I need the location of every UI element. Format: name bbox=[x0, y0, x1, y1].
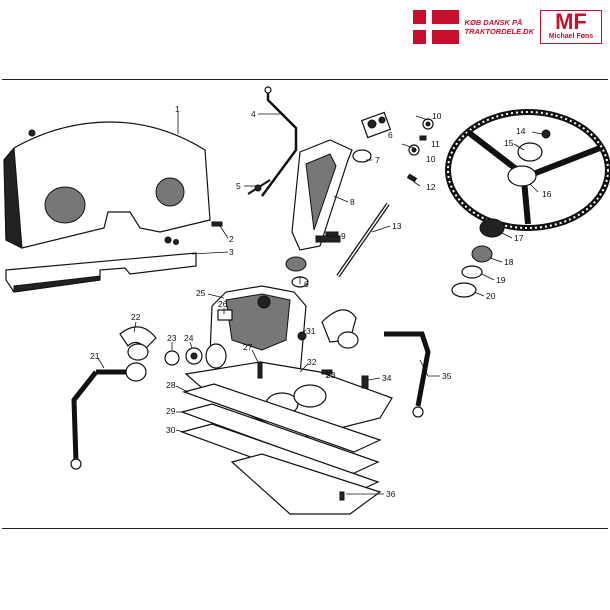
nut-parts-10-11 bbox=[408, 118, 434, 156]
brand-slogan-line1: KØB DANSK PÅ bbox=[464, 18, 523, 27]
label-part-3: 3 bbox=[229, 247, 234, 257]
label-part-30: 30 bbox=[166, 425, 176, 435]
label-part-6-bottom: 6 bbox=[304, 279, 309, 289]
gear-parts-31-33 bbox=[297, 309, 359, 375]
gasket-parts bbox=[180, 383, 382, 515]
label-part-4: 4 bbox=[251, 109, 256, 119]
lower-panel-strip-part bbox=[5, 252, 197, 293]
bushing-parts-23-24 bbox=[164, 347, 203, 366]
column-bracket-part bbox=[291, 139, 353, 251]
lever-part-21 bbox=[70, 362, 147, 470]
washer-part-7 bbox=[352, 149, 372, 163]
mf-logo-letters: MF bbox=[555, 9, 587, 34]
label-part-6-top: 6 bbox=[388, 130, 393, 140]
danish-flag-icon bbox=[412, 10, 459, 44]
label-part-22: 22 bbox=[131, 312, 141, 322]
pin-part-12 bbox=[406, 173, 418, 183]
label-part-19: 19 bbox=[496, 275, 506, 285]
label-part-12: 12 bbox=[426, 182, 436, 192]
label-part-21: 21 bbox=[90, 351, 100, 361]
label-part-10-top: 10 bbox=[432, 111, 442, 121]
throttle-rod-part bbox=[260, 86, 298, 197]
quadrant-part-22 bbox=[119, 326, 157, 361]
label-part-31: 31 bbox=[306, 326, 316, 336]
instrument-panel-part bbox=[3, 121, 211, 249]
label-part-10-bottom: 10 bbox=[426, 154, 436, 164]
column-bearing-part bbox=[360, 111, 392, 139]
steering-shaft-part bbox=[336, 202, 390, 278]
label-part-7: 7 bbox=[375, 155, 380, 165]
brand-header: KØB DANSK PÅ TRAKTORDELE.DK MF Michael F… bbox=[412, 10, 602, 44]
hub-parts-17-20 bbox=[451, 218, 505, 298]
label-part-20: 20 bbox=[486, 291, 496, 301]
label-part-26: 26 bbox=[218, 299, 228, 309]
label-part-13: 13 bbox=[392, 221, 402, 231]
label-part-8: 8 bbox=[350, 197, 355, 207]
linkage-part bbox=[247, 179, 271, 195]
mf-logo: MF Michael Føns bbox=[540, 10, 602, 44]
label-part-24: 24 bbox=[184, 333, 194, 343]
label-part-2: 2 bbox=[229, 234, 234, 244]
label-part-5: 5 bbox=[236, 181, 241, 191]
label-part-36: 36 bbox=[386, 489, 396, 499]
leader-lines bbox=[97, 112, 543, 495]
label-part-23: 23 bbox=[167, 333, 177, 343]
label-part-33: 33 bbox=[326, 370, 336, 380]
label-part-28: 28 bbox=[166, 380, 176, 390]
mf-logo-name: Michael Føns bbox=[548, 33, 594, 40]
steering-wheel-part bbox=[445, 109, 610, 231]
top-rule bbox=[2, 79, 608, 80]
label-part-35: 35 bbox=[442, 371, 452, 381]
bolt-part-34 bbox=[361, 375, 369, 389]
label-part-27: 27 bbox=[243, 342, 253, 352]
label-part-34: 34 bbox=[382, 373, 392, 383]
label-part-9: 9 bbox=[341, 231, 346, 241]
label-part-1: 1 bbox=[175, 104, 180, 114]
bolt-part-2 bbox=[164, 221, 223, 245]
lever-part-35 bbox=[384, 331, 431, 418]
bottom-rule bbox=[2, 528, 608, 529]
brand-slogan: KØB DANSK PÅ TRAKTORDELE.DK bbox=[465, 18, 534, 36]
label-part-14: 14 bbox=[516, 126, 526, 136]
label-part-18: 18 bbox=[504, 257, 514, 267]
label-part-15: 15 bbox=[504, 138, 514, 148]
stud-part-27 bbox=[257, 361, 263, 379]
label-part-29: 29 bbox=[166, 406, 176, 416]
bolt-part-36 bbox=[339, 491, 345, 501]
bolt-part-9 bbox=[325, 231, 339, 237]
part-number-labels: 1 2 3 4 5 6 6 7 8 9 10 10 11 12 13 14 15… bbox=[90, 104, 552, 499]
brand-slogan-line2: TRAKTORDELE.DK bbox=[464, 27, 534, 36]
label-part-11: 11 bbox=[431, 139, 440, 149]
label-part-25: 25 bbox=[196, 288, 206, 298]
label-part-32: 32 bbox=[307, 357, 317, 367]
label-part-17: 17 bbox=[514, 233, 524, 243]
label-part-16: 16 bbox=[542, 189, 552, 199]
